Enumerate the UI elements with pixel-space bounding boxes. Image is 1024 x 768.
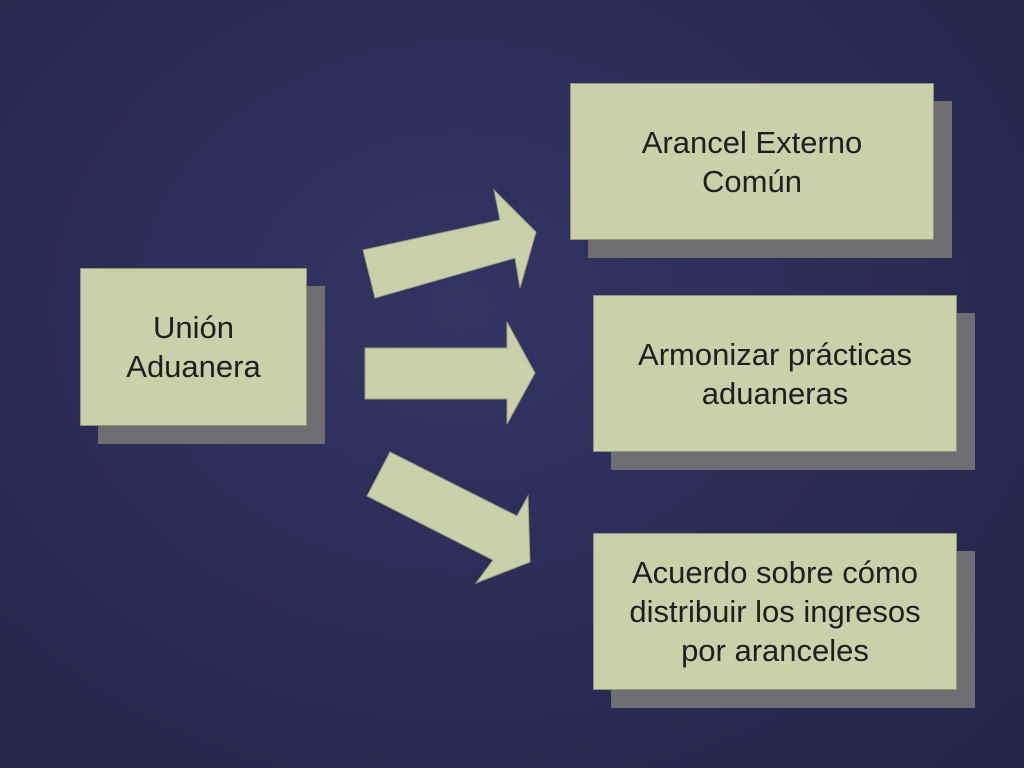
- box-union-aduanera-label: Unión Aduanera: [126, 310, 261, 384]
- box-arancel-label: Arancel Externo Común: [641, 124, 863, 199]
- box-acuerdo-label: Acuerdo sobre cómo distribuir los ingres…: [629, 555, 921, 668]
- arrow-to-arancel: [362, 188, 537, 299]
- box-arancel-externo-comun: Arancel Externo Común: [570, 83, 934, 240]
- arrow-to-acuerdo: [366, 451, 531, 585]
- box-union-aduanera: Unión Aduanera: [80, 268, 307, 426]
- box-armonizar-practicas: Armonizar prácticas aduaneras: [593, 295, 957, 452]
- arrow-to-armonizar: [364, 321, 536, 425]
- box-armonizar-label: Armonizar prácticas aduaneras: [638, 336, 912, 411]
- box-acuerdo-ingresos: Acuerdo sobre cómo distribuir los ingres…: [593, 533, 957, 690]
